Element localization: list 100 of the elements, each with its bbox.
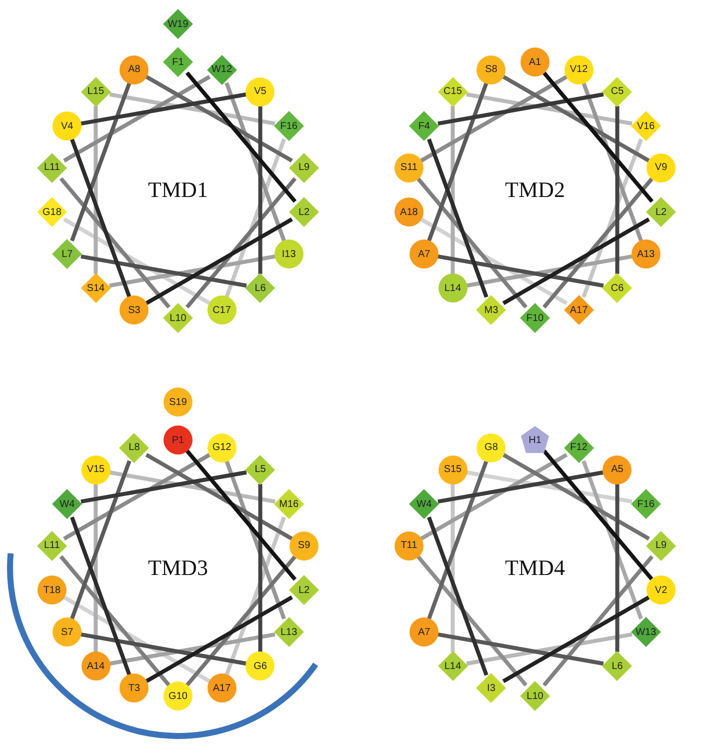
connector-line: [466, 254, 632, 288]
connector-line: [109, 470, 276, 504]
residue-diamond: F16: [274, 111, 304, 141]
connector-line: [502, 596, 650, 684]
connector-line: [416, 555, 528, 687]
connector-line: [427, 460, 488, 620]
residue-diamond: G18: [36, 197, 67, 228]
wheel-label: TMD1: [148, 177, 208, 203]
residue-circle: V5: [245, 76, 276, 107]
connector-line: [416, 177, 528, 309]
residue-diamond: W19: [163, 9, 193, 39]
connector-line: [427, 138, 488, 298]
connector-line: [109, 254, 276, 288]
connector-line: [94, 106, 98, 274]
connector-line: [145, 596, 293, 684]
connector-line: [615, 106, 620, 274]
connector-line: [224, 82, 286, 242]
residue-diamond: L2: [289, 197, 320, 228]
residue-circle: S8: [476, 54, 506, 85]
connector-line: [502, 74, 650, 162]
connector-line: [70, 460, 132, 620]
connector-line: [542, 177, 654, 309]
residue-diamond: S14: [80, 273, 111, 304]
connector-line: [63, 74, 211, 162]
connector-line: [224, 460, 286, 620]
connector-line: [438, 254, 604, 288]
connector-line: [109, 632, 276, 666]
connector-line: [420, 74, 568, 162]
connector-line: [427, 516, 488, 676]
residue-diamond: L10: [163, 303, 193, 333]
connector-line: [145, 218, 293, 306]
residue-diamond: M16: [274, 489, 304, 519]
connector-line: [185, 449, 297, 581]
residue-diamond: I3: [476, 673, 506, 704]
connector-line: [582, 460, 643, 620]
residue-diamond: V16: [630, 111, 661, 141]
residue-diamond: C5: [602, 76, 632, 107]
residue-diamond: W12: [206, 54, 237, 85]
connector-line: [258, 106, 262, 274]
residue-circle: T18: [36, 575, 67, 606]
residue-diamond: F12: [564, 432, 594, 463]
residue-diamond: A17: [564, 295, 594, 326]
residue-circle: A5: [602, 454, 632, 485]
connector-line: [185, 177, 297, 309]
residue-circle: V2: [646, 575, 676, 606]
connector-line: [224, 138, 286, 298]
residue-diamond: L11: [36, 530, 67, 561]
connector-line: [582, 138, 643, 298]
residue-circle: G8: [476, 432, 506, 463]
residue-circle: V9: [646, 152, 676, 183]
residue-circle: T3: [119, 673, 150, 704]
residue-diamond: F4: [409, 111, 440, 141]
residue-circle: V4: [52, 111, 82, 141]
connector-line: [582, 82, 643, 242]
connector-line: [59, 555, 171, 687]
residue-diamond: F1: [163, 47, 193, 77]
wheel-label: TMD4: [505, 555, 565, 581]
connector-line: [466, 470, 632, 504]
residue-diamond: L13: [274, 617, 304, 647]
connector-line: [80, 470, 247, 504]
connector-line: [80, 254, 247, 288]
residue-circle: S15: [438, 454, 468, 485]
residue-diamond: L10: [520, 681, 550, 711]
connector-line: [70, 138, 132, 298]
connector-line: [185, 555, 297, 687]
connector-line: [70, 516, 132, 676]
residue-diamond: L2: [646, 197, 676, 228]
connector-line: [420, 218, 568, 306]
residue-circle: V12: [564, 54, 594, 85]
connector-line: [185, 71, 297, 203]
residue-circle: P1: [163, 425, 193, 455]
residue-circle: S3: [119, 295, 150, 326]
residue-circle: V15: [80, 454, 111, 485]
connector-line: [80, 632, 247, 666]
residue-circle: S19: [163, 387, 193, 417]
residue-diamond: L2: [289, 575, 320, 606]
connector-line: [542, 555, 654, 687]
residue-circle: A18: [394, 197, 424, 228]
connector-line: [80, 92, 247, 126]
residue-diamond: L6: [245, 273, 276, 304]
residue-diamond: F16: [630, 489, 661, 519]
connector-line: [70, 82, 132, 242]
connector-line: [450, 484, 455, 652]
residue-diamond: M3: [476, 295, 506, 326]
connector-line: [145, 74, 293, 162]
residue-circle: A8: [119, 54, 150, 85]
residue-diamond: L7: [52, 239, 82, 269]
residue-circle: A7: [409, 617, 440, 647]
connector-line: [63, 596, 211, 684]
residue-pentagon: H1: [520, 425, 550, 455]
residue-circle: G6: [245, 651, 276, 682]
residue-circle: A7: [409, 239, 440, 269]
wheel-label: TMD3: [148, 555, 208, 581]
residue-circle: A13: [630, 239, 661, 269]
connector-line: [59, 177, 171, 309]
residue-circle: T11: [394, 530, 424, 561]
residue-circle: A17: [206, 673, 237, 704]
residue-diamond: L15: [80, 76, 111, 107]
connector-line: [438, 92, 604, 126]
residue-diamond: L8: [119, 432, 150, 463]
